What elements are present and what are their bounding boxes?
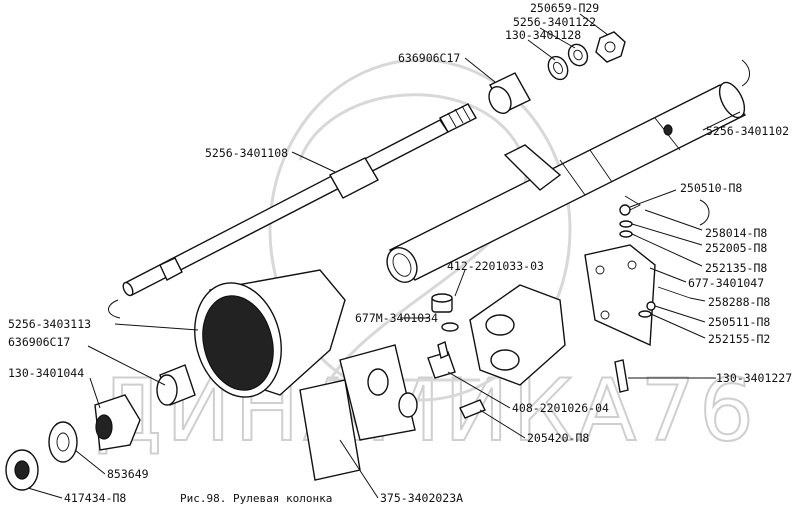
- label-375-3402023a: 375-3402023А: [380, 491, 463, 505]
- label-250510-p8: 250510-П8: [680, 181, 742, 195]
- label-130-3401227: 130-3401227: [716, 371, 792, 385]
- label-677m-3401034: 677М-3401034: [355, 311, 438, 325]
- figure-caption: Рис.98. Рулевая колонка: [180, 492, 332, 505]
- spring-ring: [441, 322, 459, 332]
- label-853649: 853649: [107, 467, 149, 481]
- hub-130-3401044: [94, 394, 141, 451]
- rotation-arrow-top: [741, 59, 750, 87]
- column-cover-cone: [194, 269, 346, 398]
- label-5256-3403113: 5256-3403113: [8, 317, 91, 331]
- plate-677-3401047: [584, 244, 656, 347]
- washer-252135-p8: [619, 230, 633, 238]
- label-258288-p8: 258288-П8: [708, 295, 770, 309]
- label-5256-3401108: 5256-3401108: [205, 146, 288, 160]
- washer-252005-p8: [619, 220, 633, 228]
- label-5256-3401102: 5256-3401102: [706, 124, 789, 138]
- fitting-408-2201026-04: [427, 341, 456, 379]
- bolt-205420-p8: [459, 399, 486, 419]
- label-252005-p8: 252005-П8: [705, 241, 767, 255]
- washer-252155-p2: [638, 310, 652, 318]
- label-252155-p2: 252155-П2: [708, 332, 770, 346]
- nut-417434-p8: [5, 449, 39, 491]
- rotation-arrow-right: [699, 199, 710, 226]
- lock-washer-853649: [48, 421, 78, 463]
- steering-shaft: [122, 103, 477, 297]
- nut-250510-p8: [619, 204, 631, 216]
- yoke-bracket: [469, 284, 566, 386]
- label-5256-3401122: 5256-3401122: [513, 15, 596, 29]
- label-412-2201033-03: 412-2201033-03: [447, 259, 544, 273]
- label-130-3401128: 130-3401128: [505, 28, 581, 42]
- washer-5256-3401122: [567, 43, 589, 67]
- nut-250511-p8: [646, 301, 656, 311]
- label-250511-p8: 250511-П8: [708, 315, 770, 329]
- label-636906c17-bottom: 636906С17: [8, 335, 70, 349]
- spring-258014-p8: [624, 195, 641, 211]
- watermark: ДИНАМИКА76: [95, 361, 758, 461]
- label-252135-p8: 252135-П8: [705, 261, 767, 275]
- label-417434-p8: 417434-П8: [64, 491, 126, 505]
- label-636906c17-top: 636906С17: [398, 51, 460, 65]
- label-250659-p29: 250659-П29: [530, 1, 599, 15]
- label-205420-p8: 205420-П8: [527, 431, 589, 445]
- bushing-636906c17-top: [488, 72, 531, 114]
- label-408-2201026-04: 408-2201026-04: [512, 401, 609, 415]
- leader-lines: [27, 13, 741, 499]
- ring-130-3401128: [547, 55, 569, 81]
- rotation-arrow-left: [108, 299, 121, 319]
- bushing-636906c17-bottom: [156, 364, 196, 406]
- nut-250659-p29: [595, 31, 626, 63]
- label-677-3401047: 677-3401047: [688, 276, 764, 290]
- label-130-3401044: 130-3401044: [8, 366, 84, 380]
- pin-258288-p8: [657, 286, 691, 299]
- cap-412-2201033-03: [431, 293, 453, 313]
- mounting-bracket: [299, 344, 418, 481]
- steering-column-tube: [386, 81, 747, 283]
- pin-130-3401227: [614, 359, 629, 393]
- label-258014-p8: 258014-П8: [705, 226, 767, 240]
